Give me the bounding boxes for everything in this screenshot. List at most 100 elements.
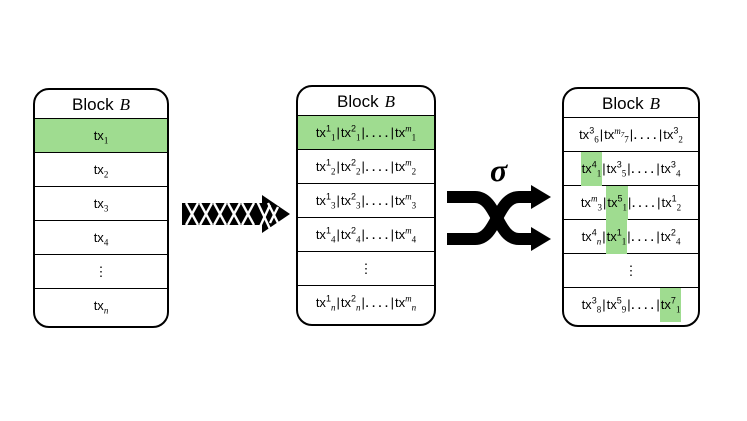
tx-base: tx bbox=[315, 193, 326, 208]
tx-superscript: 1 bbox=[325, 157, 331, 168]
tx-base: tx bbox=[340, 295, 351, 310]
tx-row: tx4n|tx11|....|tx24 bbox=[564, 220, 698, 254]
tx-base: tx bbox=[340, 193, 351, 208]
tx-base: tx bbox=[315, 295, 326, 310]
tx-base: tx bbox=[604, 127, 615, 142]
tx-segment: tx51 bbox=[606, 186, 628, 220]
tx-term: txm1 bbox=[395, 123, 417, 143]
ellipsis: .... bbox=[631, 194, 658, 211]
tx-superscript: 1 bbox=[325, 123, 331, 134]
separator: | bbox=[361, 193, 365, 208]
tx-row: tx38|tx59|....|tx71 bbox=[564, 288, 698, 322]
tx-superscript: m bbox=[405, 123, 412, 134]
tx-base: tx bbox=[315, 125, 326, 140]
tx-base: tx bbox=[93, 196, 104, 211]
tx-segment: tx35 bbox=[606, 152, 628, 186]
tx-segment: txm1 bbox=[394, 116, 417, 150]
separator: | bbox=[627, 297, 631, 312]
tx-segment: tx22 bbox=[340, 150, 362, 184]
tx-subscript: 2 bbox=[678, 134, 683, 145]
separator: | bbox=[656, 161, 660, 176]
tx-subscript: 4 bbox=[103, 237, 109, 248]
permutation-symbol: σ bbox=[490, 152, 508, 188]
tx-superscript: 2 bbox=[350, 225, 356, 236]
tx-base: tx bbox=[395, 227, 406, 242]
sup-index: 7 bbox=[620, 130, 625, 139]
tx-segment: tx24 bbox=[340, 218, 362, 252]
ellipsis: .... bbox=[630, 296, 657, 313]
tx-subscript: 9 bbox=[621, 304, 627, 315]
tx-segment: tx4n bbox=[581, 220, 603, 254]
tx-segment: tx11 bbox=[315, 116, 337, 150]
tx-subscript: 4 bbox=[355, 234, 361, 245]
tx-base: tx bbox=[315, 227, 326, 242]
tx-segment: tx38 bbox=[581, 288, 603, 322]
separator: | bbox=[627, 161, 631, 176]
tx-superscript: 2 bbox=[670, 227, 676, 238]
tx-segment: tx2n bbox=[340, 286, 362, 320]
tx-base: tx bbox=[581, 161, 592, 176]
tx-subscript: 4 bbox=[411, 234, 417, 245]
tx-subscript: 1 bbox=[330, 132, 336, 143]
tx-row: tx3 bbox=[35, 187, 167, 221]
ellipsis: .... bbox=[364, 158, 391, 175]
tx-term: tx24 bbox=[341, 225, 361, 245]
tx-term: tx38 bbox=[582, 296, 602, 314]
tx-term: tx24 bbox=[660, 227, 681, 246]
tx-superscript: m bbox=[405, 225, 412, 236]
tx-row: tx12|tx22|....|txm2 bbox=[298, 150, 434, 184]
tx-term: tx59 bbox=[607, 296, 627, 315]
separator: | bbox=[657, 195, 661, 210]
tx-term: tx1n bbox=[315, 294, 336, 312]
tx-term: txn bbox=[93, 298, 109, 315]
tx-term: tx12 bbox=[315, 157, 336, 176]
tx-base: tx bbox=[660, 161, 671, 176]
tx-base: tx bbox=[660, 229, 671, 244]
tx-superscript: 1 bbox=[616, 227, 622, 238]
separator: | bbox=[336, 159, 340, 174]
tx-term: tx3 bbox=[93, 196, 109, 213]
separator: | bbox=[361, 227, 365, 242]
tx-segment: txm77 bbox=[603, 118, 630, 152]
tx-term: tx14 bbox=[315, 226, 336, 244]
separator: | bbox=[390, 295, 395, 310]
separator: | bbox=[602, 229, 606, 244]
block-title-text: Block bbox=[72, 95, 114, 114]
tx-base: tx bbox=[93, 162, 104, 177]
tx-segment: tx13 bbox=[315, 184, 337, 218]
tx-subscript: n bbox=[411, 302, 417, 313]
tx-base: tx bbox=[395, 125, 406, 140]
ellipsis: .... bbox=[364, 192, 391, 209]
tx-term: tx41 bbox=[581, 160, 602, 178]
tx-superscript: 3 bbox=[616, 159, 622, 170]
tx-term: tx22 bbox=[341, 158, 361, 176]
tx-row: tx11|tx21|....|txm1 bbox=[298, 116, 434, 150]
transform-arrow bbox=[182, 195, 290, 233]
tx-row: txn bbox=[35, 289, 167, 323]
tx-base: tx bbox=[606, 229, 617, 244]
tx-segment: tx21 bbox=[340, 116, 362, 150]
tx-subscript: n bbox=[596, 236, 602, 247]
tx-superscript: 3 bbox=[589, 125, 595, 136]
tx-base: tx bbox=[93, 298, 104, 313]
tx-segment: tx12 bbox=[315, 150, 337, 184]
tx-subscript: 1 bbox=[411, 132, 417, 143]
tx-base: tx bbox=[395, 159, 406, 174]
tx-subscript: 2 bbox=[411, 166, 417, 177]
separator: | bbox=[336, 193, 340, 208]
tx-base: tx bbox=[315, 159, 326, 174]
tx-row: tx14|tx24|....|txm4 bbox=[298, 218, 434, 252]
tx-term: tx35 bbox=[607, 159, 627, 178]
block-title-text: Block bbox=[337, 92, 379, 111]
tx-superscript: m bbox=[590, 193, 598, 204]
tx-subscript: 2 bbox=[103, 169, 109, 180]
tx-superscript: 3 bbox=[673, 125, 679, 136]
tx-term: tx34 bbox=[660, 160, 681, 178]
tx-segment: txmn bbox=[394, 286, 417, 320]
separator: | bbox=[602, 297, 606, 312]
tx-term: tx4 bbox=[94, 230, 109, 248]
tx-term: tx51 bbox=[607, 194, 627, 212]
